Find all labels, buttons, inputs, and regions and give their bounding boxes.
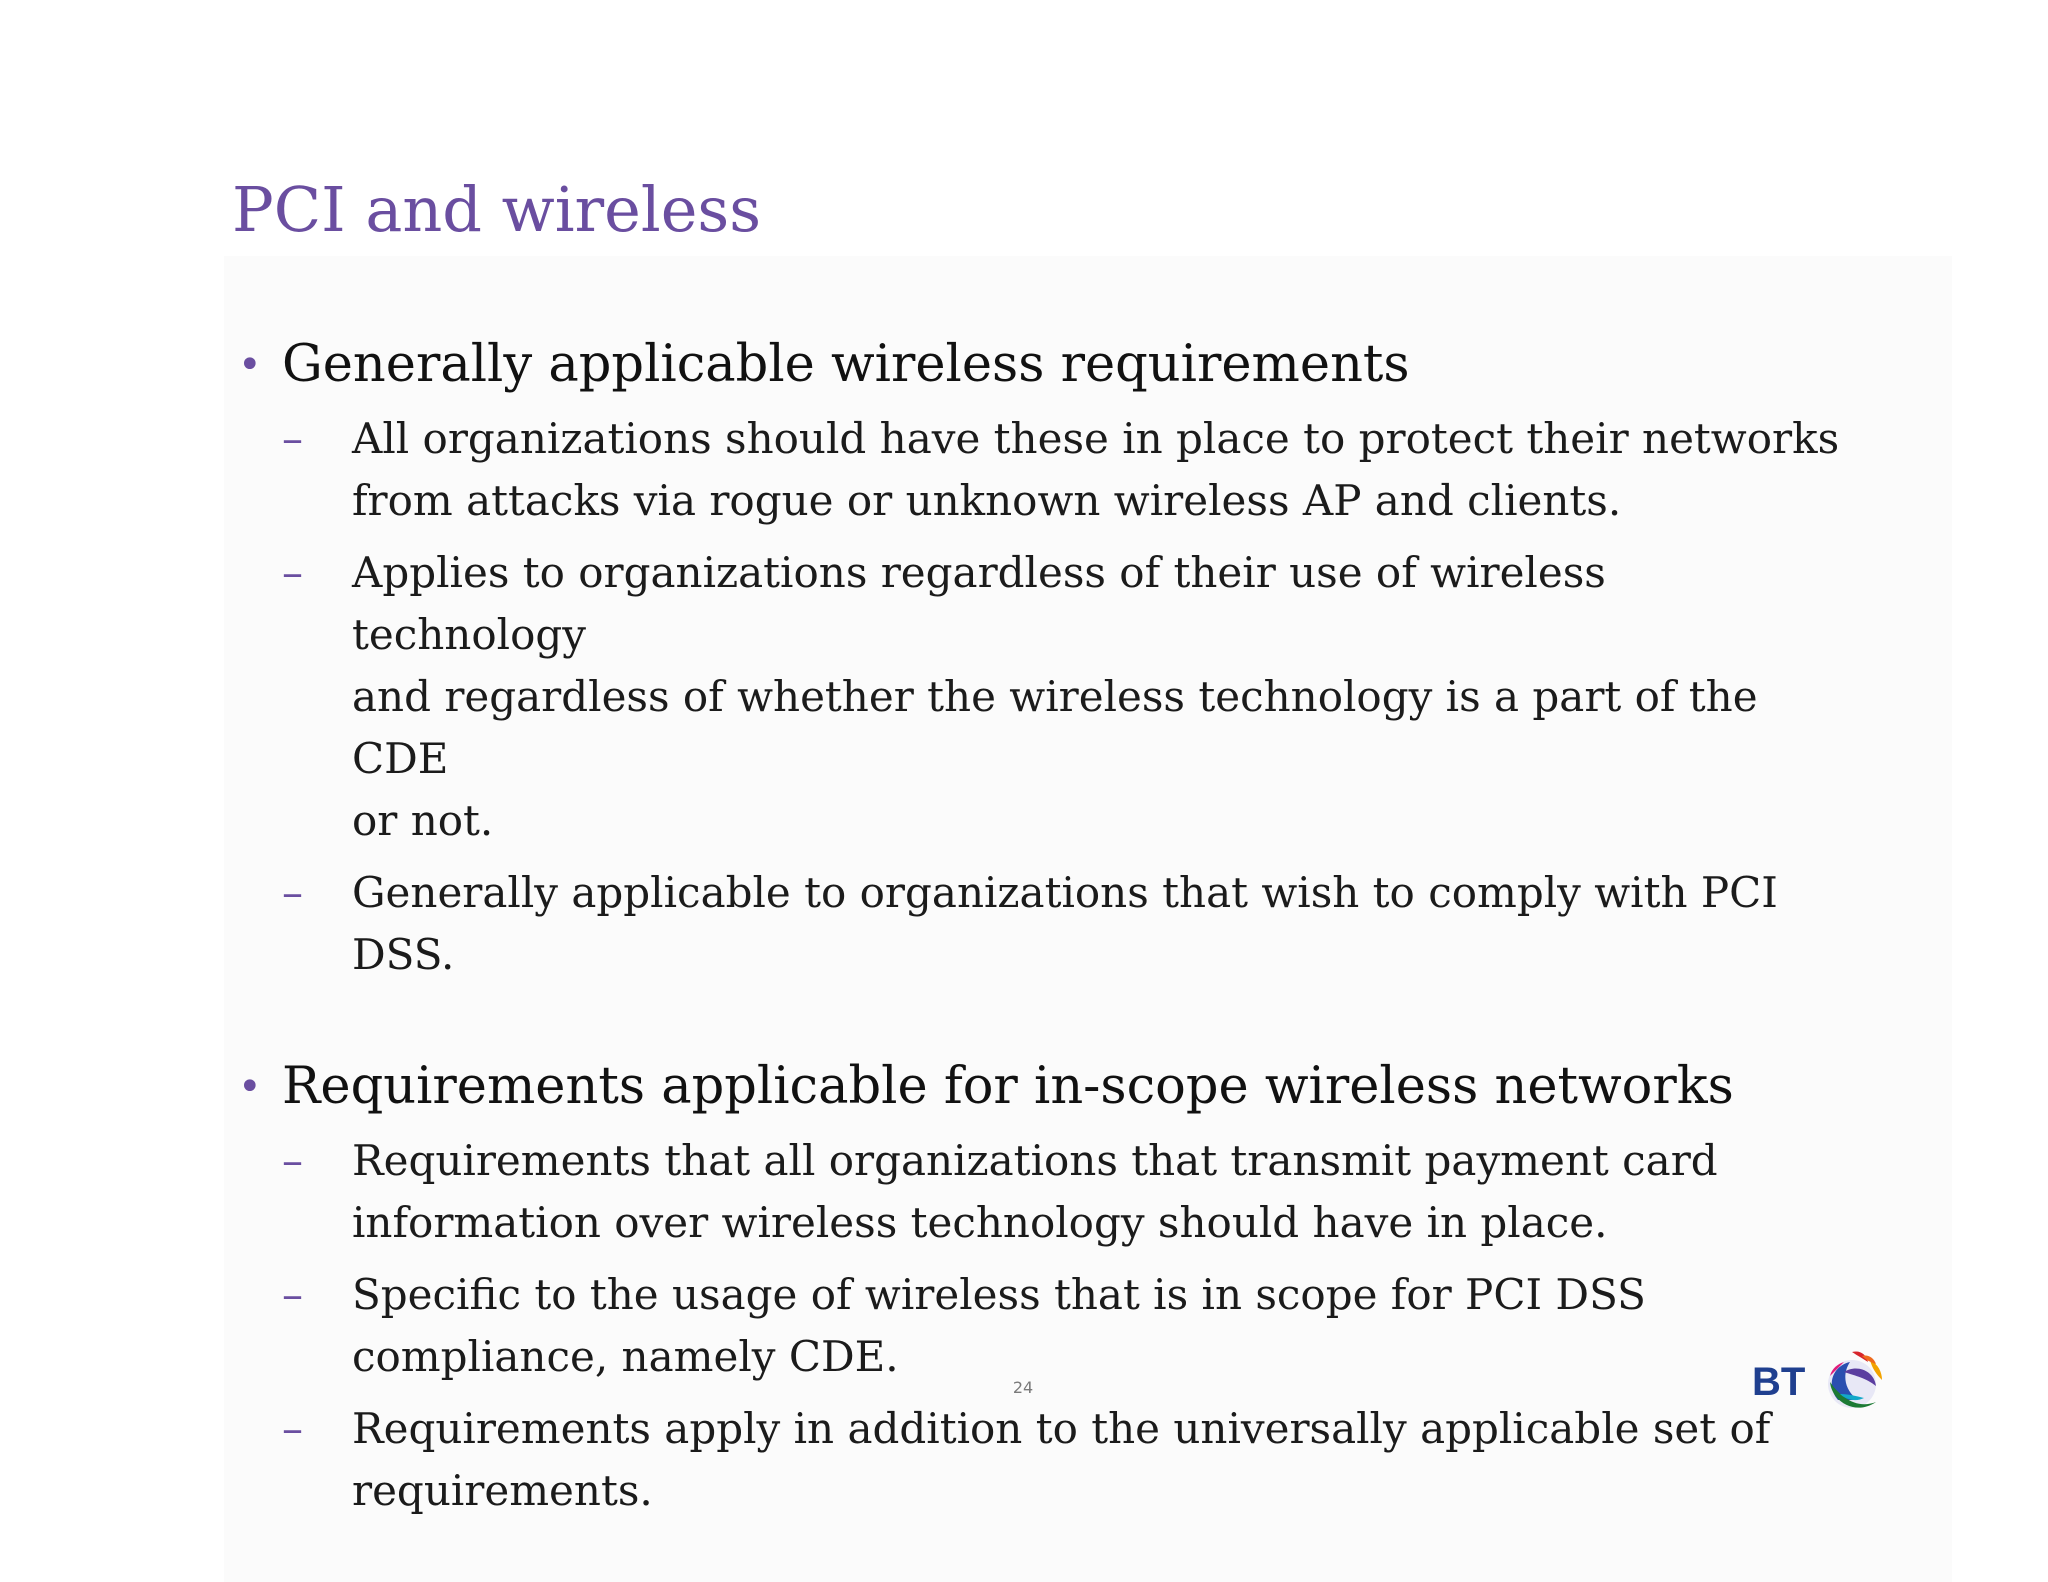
sub-bullet-list: – Requirements that all organizations th…: [282, 1130, 1852, 1522]
bullet-item: • Requirements applicable for in-scope w…: [232, 1050, 1852, 1522]
sub-bullet-list: – All organizations should have these in…: [282, 408, 1852, 986]
bullet-text: Generally applicable wireless requiremen…: [282, 335, 1410, 394]
sub-bullet-item: – Specific to the usage of wireless that…: [282, 1264, 1852, 1388]
sub-bullet-item: – Requirements that all organizations th…: [282, 1130, 1852, 1254]
bt-globe-icon: [1828, 1351, 1882, 1408]
sub-bullet-text: Generally applicable to organizations th…: [352, 868, 1778, 979]
dash-mark: –: [282, 868, 303, 917]
sub-bullet-item: – Applies to organizations regardless of…: [282, 542, 1852, 852]
bullet-mark: •: [238, 1064, 262, 1110]
bullet-item: • Generally applicable wireless requirem…: [232, 328, 1852, 986]
bt-logo: BT: [1752, 1351, 1882, 1408]
sub-bullet-item: – Generally applicable to organizations …: [282, 862, 1852, 986]
dash-mark: –: [282, 1270, 303, 1319]
sub-bullet-text: Specific to the usage of wireless that i…: [352, 1270, 1646, 1381]
dash-mark: –: [282, 1136, 303, 1185]
dash-mark: –: [282, 1404, 303, 1453]
sub-bullet-text: Requirements apply in addition to the un…: [352, 1404, 1771, 1515]
sub-bullet-item: – Requirements apply in addition to the …: [282, 1398, 1852, 1522]
sub-bullet-text: Applies to organizations regardless of t…: [352, 548, 1758, 845]
slide-backdrop: [224, 256, 1952, 1582]
bullet-mark: •: [238, 342, 262, 388]
sub-bullet-text: All organizations should have these in p…: [352, 414, 1840, 525]
dash-mark: –: [282, 414, 303, 463]
slide-title: PCI and wireless: [232, 173, 762, 246]
sub-bullet-text: Requirements that all organizations that…: [352, 1136, 1718, 1247]
bullet-text: Requirements applicable for in-scope wir…: [282, 1057, 1734, 1116]
bt-logo-text: BT: [1752, 1360, 1805, 1404]
bullet-list: • Generally applicable wireless requirem…: [232, 328, 1852, 1582]
sub-bullet-item: – All organizations should have these in…: [282, 408, 1852, 532]
page-number: 24: [1012, 1378, 1034, 1397]
dash-mark: –: [282, 548, 303, 597]
